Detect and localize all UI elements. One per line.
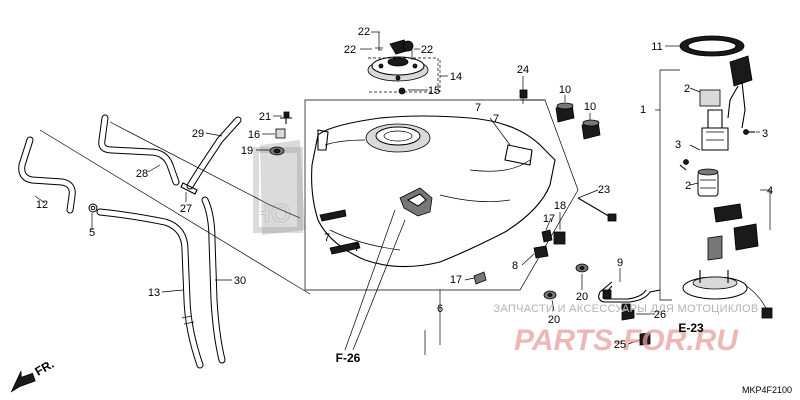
pump-screws-3 <box>679 129 755 171</box>
tank-shaded-area <box>260 140 305 235</box>
rubber-18 <box>553 231 566 245</box>
callout-16: 16 <box>248 129 260 141</box>
callout-24: 24 <box>517 64 529 76</box>
hose-29 <box>186 116 242 190</box>
leader-lines-cap <box>360 31 448 91</box>
callout-3b: 3 <box>675 139 681 151</box>
pump-wires <box>744 284 773 319</box>
callout-28: 28 <box>136 168 148 180</box>
forward-arrow-icon <box>10 370 36 393</box>
callout-7d: 7 <box>354 242 360 254</box>
hose-28 <box>98 114 180 186</box>
callout-12: 12 <box>36 199 48 211</box>
hose-clamps <box>88 182 198 325</box>
clip-25 <box>639 332 651 346</box>
damper-8 <box>533 245 549 259</box>
callout-22b: 22 <box>344 44 356 56</box>
callout-22c: 22 <box>421 44 433 56</box>
callout-25: 25 <box>614 339 626 351</box>
fuel-cap-14 <box>367 39 429 82</box>
pump-gasket-11 <box>679 35 745 57</box>
ref-e23: E-23 <box>678 321 704 335</box>
clip-26 <box>621 309 635 321</box>
callout-20b: 20 <box>548 314 560 326</box>
pump-regulator-4 <box>707 203 759 261</box>
watermark-main-text: PARTS-FOR.RU <box>514 324 739 357</box>
callout-17a: 17 <box>543 213 555 225</box>
f26-ref-lines <box>344 209 406 351</box>
forward-arrow: FR. <box>10 357 57 393</box>
collar-16 <box>275 128 286 139</box>
tank-brand-logo: HO <box>252 147 303 233</box>
bolt-21 <box>280 111 292 124</box>
pump-boundary <box>655 69 680 301</box>
callout-10b: 10 <box>584 101 596 113</box>
callout-7c: 7 <box>324 232 330 244</box>
tank-knee-recess <box>399 187 433 217</box>
grommet-19 <box>269 146 285 156</box>
callout-labels: 1 2 2 3 3 4 5 6 7 7 7 7 8 9 10 10 11 12 … <box>36 26 773 351</box>
cap-gasket-15 <box>398 87 406 95</box>
watermark-top-text: ЗАПЧАСТИ И АКСЕССУАРЫ ДЛЯ МОТОЦИКЛОВ <box>493 303 758 315</box>
callout-20a: 20 <box>576 291 588 303</box>
washers-20 <box>543 263 589 300</box>
callout-19: 19 <box>241 145 253 157</box>
bolt-24 <box>519 89 528 104</box>
callout-14: 14 <box>450 71 462 83</box>
fuel-cap-bolts-22 <box>375 32 413 60</box>
leader-lines-fuel-line <box>619 268 655 345</box>
callout-3a: 3 <box>762 128 768 140</box>
callout-9: 9 <box>617 257 623 269</box>
watermark: ЗАПЧАСТИ И АКСЕССУАРЫ ДЛЯ МОТОЦИКЛОВ PAR… <box>493 303 758 357</box>
callout-7b: 7 <box>493 113 499 125</box>
pump-base-plate <box>682 270 748 300</box>
callout-22a: 22 <box>358 26 370 38</box>
callout-2b: 2 <box>685 180 691 192</box>
callout-13: 13 <box>148 287 160 299</box>
callout-2a: 2 <box>684 83 690 95</box>
callout-15: 15 <box>428 85 440 97</box>
callout-30: 30 <box>234 275 246 287</box>
pump-motor-2 <box>697 168 719 197</box>
callout-21: 21 <box>259 111 271 123</box>
hose-12 <box>18 136 76 214</box>
callout-1: 1 <box>640 104 646 116</box>
callout-10a: 10 <box>559 84 571 96</box>
mount-rubbers-10 <box>555 102 601 140</box>
callout-11: 11 <box>651 41 662 53</box>
callout-29: 29 <box>192 128 204 140</box>
callout-8: 8 <box>512 260 518 272</box>
callout-4: 4 <box>767 185 773 197</box>
callout-17b: 17 <box>450 274 462 286</box>
fuel-line-9 <box>598 281 661 311</box>
tank-rubber-mounts-7 <box>319 209 361 255</box>
pump-connector-harness <box>727 55 753 129</box>
leader-lines-left <box>34 121 311 295</box>
collars-17 <box>473 229 553 285</box>
pump-filter-2 <box>699 89 729 151</box>
leader-lines-small-left <box>256 115 282 151</box>
forward-label: FR. <box>33 357 57 379</box>
tank-mounting-bracket <box>317 129 533 166</box>
callout-6: 6 <box>437 303 443 315</box>
hose-30 <box>201 196 226 364</box>
ref-f26: F-26 <box>336 351 361 365</box>
callout-7a: 7 <box>475 102 481 114</box>
callout-26: 26 <box>654 309 666 321</box>
hose-13 <box>96 208 204 369</box>
callout-18: 18 <box>554 200 566 212</box>
tank-filler-opening <box>365 123 431 153</box>
callout-5: 5 <box>89 227 95 239</box>
leader-lines-mid-right <box>424 76 599 355</box>
leader-lines-pump <box>665 45 771 230</box>
callout-23: 23 <box>598 184 610 196</box>
long-bolt-23 <box>577 197 617 222</box>
callout-27: 27 <box>180 203 192 215</box>
fuel-tank-6 <box>311 115 556 268</box>
diagram-code: MKP4F2100 <box>742 385 792 395</box>
svg-text:HO: HO <box>252 198 291 228</box>
